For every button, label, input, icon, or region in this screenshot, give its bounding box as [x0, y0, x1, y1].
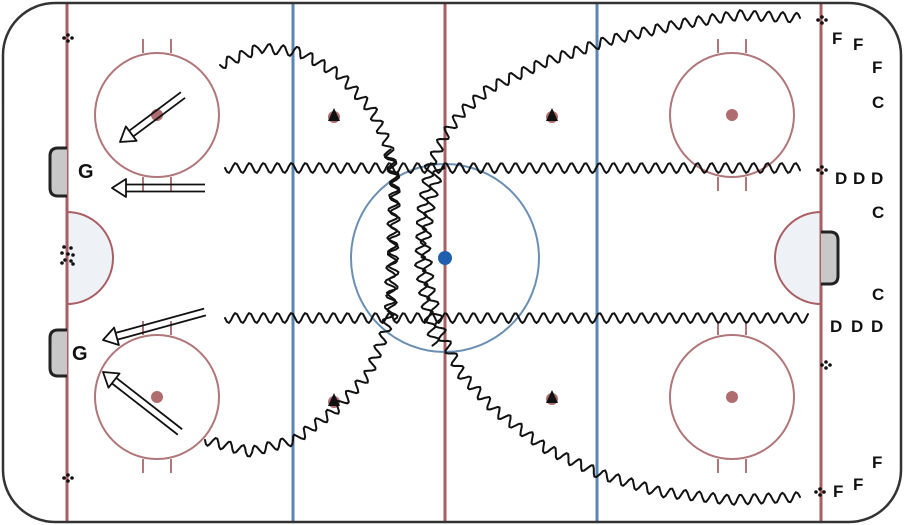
- cone-icon: [546, 390, 558, 403]
- puck-piles: [60, 15, 832, 497]
- player-labels: G G F F F C D D D C C D D D F F F: [72, 29, 884, 501]
- faceoff-circle-ring: [94, 334, 220, 460]
- skate-path-icon: [219, 43, 401, 321]
- pass-arrows: [102, 91, 207, 436]
- defense-label: D: [853, 169, 865, 188]
- net-left-top: [48, 146, 67, 198]
- center-label: C: [872, 203, 884, 222]
- forward-label: F: [853, 475, 863, 494]
- puck-pile-icon: [60, 245, 75, 266]
- center-label: C: [872, 285, 884, 304]
- cone-icon: [546, 108, 558, 121]
- defense-label: D: [851, 317, 863, 336]
- skate-path-icon: [204, 148, 401, 458]
- puck-pile-icon: [816, 15, 828, 25]
- forward-label: F: [832, 29, 842, 48]
- forward-label: F: [833, 482, 843, 501]
- net-left-bottom: [48, 328, 67, 378]
- defense-label: D: [835, 169, 847, 188]
- defense-label: D: [871, 169, 883, 188]
- skate-paths: [204, 9, 809, 506]
- pass-arrow-icon: [111, 178, 205, 198]
- skate-path-icon: [414, 9, 801, 347]
- pass-arrow-icon: [102, 371, 183, 436]
- pass-arrow-icon: [119, 91, 186, 143]
- defense-label: D: [871, 317, 883, 336]
- pass-arrow-icon: [102, 307, 207, 346]
- puck-pile-icon: [820, 360, 832, 370]
- puck-pile-icon: [814, 487, 826, 497]
- net-right: [821, 230, 840, 286]
- goalie-label-bottom: G: [72, 343, 88, 365]
- faceoff-dot-icon: [726, 109, 738, 121]
- faceoff-circle-ring: [669, 52, 795, 178]
- forward-label: F: [872, 453, 882, 472]
- forward-label: F: [872, 58, 882, 77]
- skate-path-icon: [224, 312, 809, 324]
- goal-crease-left: [66, 210, 114, 306]
- faceoff-dot-icon: [726, 391, 738, 403]
- forward-label: F: [853, 35, 863, 54]
- ice-surface: [3, 3, 901, 522]
- skate-path-icon: [224, 162, 801, 174]
- skate-path-icon: [419, 164, 801, 506]
- faceoff-circle: [669, 39, 795, 191]
- cone-icon: [328, 108, 340, 121]
- center-faceoff-dot-icon: [438, 251, 452, 265]
- faceoff-dot-icon: [151, 391, 163, 403]
- goalie-label-top: G: [78, 161, 94, 183]
- goal-crease-right: [774, 210, 822, 306]
- puck-pile-icon: [62, 473, 74, 483]
- faceoff-circle-ring: [94, 52, 220, 178]
- faceoff-circle-ring: [669, 334, 795, 460]
- defense-label: D: [830, 317, 842, 336]
- center-label: C: [872, 93, 884, 112]
- puck-pile-icon: [816, 165, 828, 175]
- puck-pile-icon: [62, 33, 74, 43]
